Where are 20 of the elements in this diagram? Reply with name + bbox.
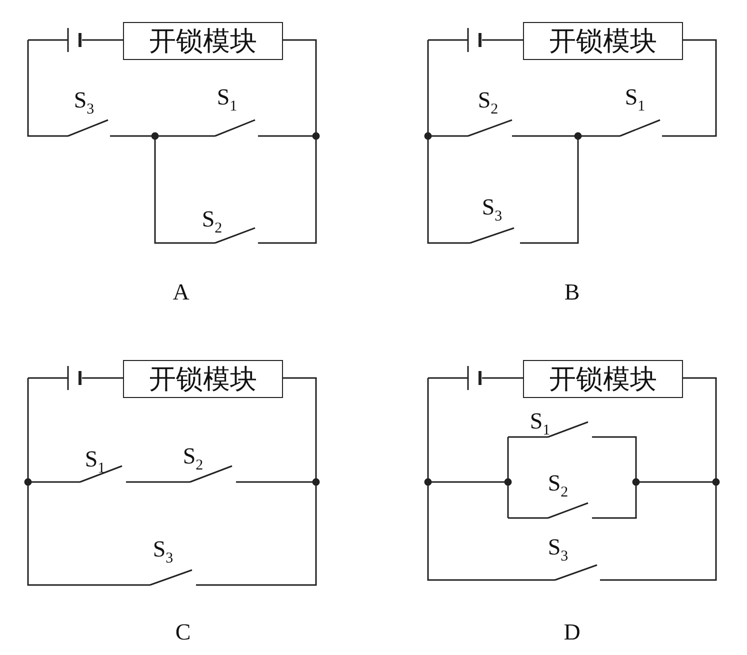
switch-label: S$_{1}$ [216, 86, 238, 114]
switch-label: S$_{2}$ [548, 472, 568, 500]
module-box: 开锁模块 [523, 22, 683, 60]
module-box: 开锁模块 [123, 360, 283, 398]
option-label: C [175, 620, 191, 644]
switch-label: S$_{2}$ [478, 88, 498, 118]
switch-label: S$_{3}$ [482, 196, 502, 224]
switch-label: S$_{2}$ [202, 208, 222, 236]
module-box: 开锁模块 [123, 22, 283, 60]
option-label: A [172, 280, 190, 304]
switch-label: S$_{2}$ [182, 444, 204, 474]
switch-label: S$_{3}$ [152, 538, 174, 566]
option-label: B [564, 280, 580, 304]
switch-label: S$_{3}$ [548, 536, 568, 564]
switch-label: S$_{1}$ [530, 410, 550, 438]
switch-label: S$_{3}$ [74, 88, 94, 118]
option-label: D [564, 620, 580, 644]
switch-label: S$_{1}$ [84, 448, 106, 476]
switch-label: S$_{1}$ [624, 86, 646, 114]
module-box: 开锁模块 [523, 360, 683, 398]
